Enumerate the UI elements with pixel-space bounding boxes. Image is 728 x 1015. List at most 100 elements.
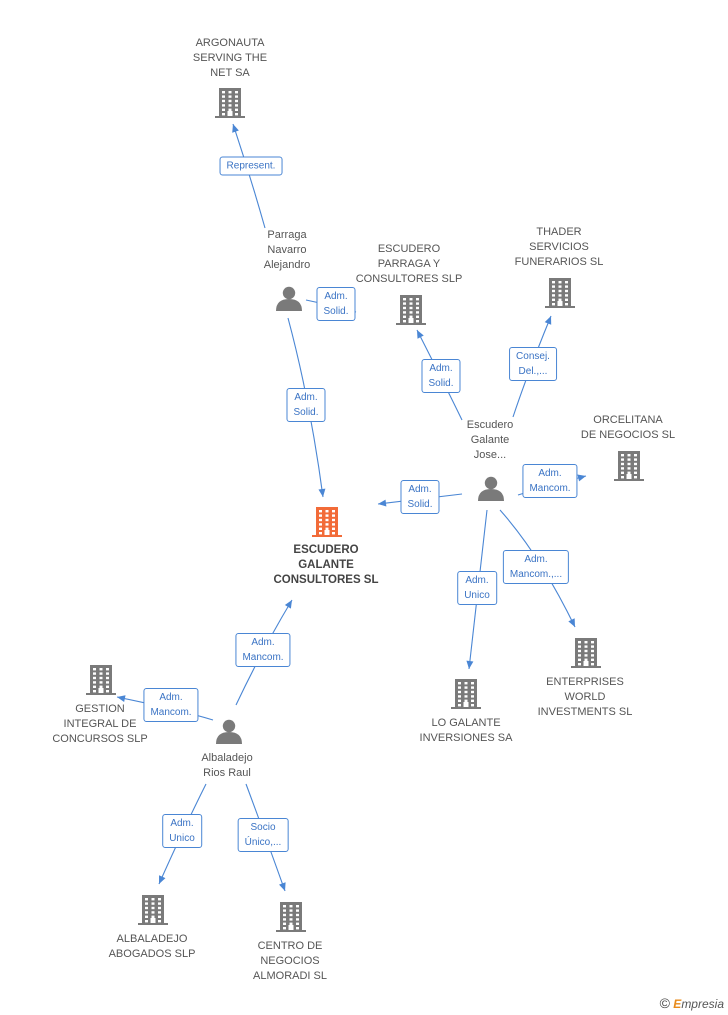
building-icon[interactable] — [138, 895, 168, 925]
arrow-head-icon — [159, 875, 166, 884]
node-label-line: ENTERPRISES — [546, 676, 624, 688]
company-name[interactable]: ENTERPRISES WORLD INVESTMENTS SL — [538, 675, 633, 720]
building-icon[interactable] — [545, 278, 575, 308]
relation-label-line: Adm. — [408, 484, 432, 495]
relation-label[interactable]: Adm.Mancom. — [235, 633, 291, 667]
relation-label-line: Solid. — [293, 407, 319, 418]
arrow-head-icon — [577, 474, 586, 482]
node-label-line: ESCUDERO — [293, 544, 359, 556]
relation-label-line: Represent. — [226, 160, 276, 172]
building-icon[interactable] — [396, 295, 426, 325]
node-label-line: NEGOCIOS — [260, 955, 320, 967]
node-label-line: INVERSIONES SA — [419, 732, 513, 744]
node-label-line: Escudero — [466, 419, 514, 431]
relation-label[interactable]: Consej. Del.,... — [509, 347, 557, 381]
company-name[interactable]: GESTION INTEGRAL DE CONCURSOS SLP — [52, 702, 147, 747]
relation-label[interactable]: Adm. Solid. — [286, 388, 326, 422]
company-name[interactable]: ESCUDERO PARRAGA Y CONSULTORES SLP — [356, 242, 463, 287]
relation-label[interactable]: Represent. — [219, 156, 283, 176]
relation-label-line: Mancom. — [150, 707, 192, 718]
copyright-symbol: © — [659, 995, 670, 1011]
arrow-head-icon — [279, 882, 286, 891]
building-icon[interactable] — [571, 638, 601, 668]
relation-label-line: Mancom.,... — [509, 569, 563, 580]
node-label-line: WORLD — [564, 691, 606, 703]
relation-label-line: Unico — [464, 590, 490, 601]
relation-label-line: Mancom. — [529, 483, 571, 494]
relation-label-line: Adm. — [524, 554, 548, 565]
node-label-line: ESCUDERO — [377, 243, 441, 255]
relation-label-line: Mancom. — [242, 652, 284, 663]
node-label-line: ARGONAUTA — [195, 37, 265, 49]
building-icon[interactable] — [451, 679, 481, 709]
person-icon[interactable] — [276, 286, 302, 311]
node-label-line: Jose... — [473, 449, 507, 461]
arrow-head-icon — [378, 499, 387, 507]
relation-label-line: Adm. — [294, 392, 318, 403]
building-icon[interactable] — [86, 665, 116, 695]
relation-label-line: Adm. — [159, 692, 183, 703]
arrow-head-icon — [466, 660, 474, 669]
relation-label[interactable]: Adm.Unico — [162, 814, 202, 848]
relation-label[interactable]: Adm. Unico — [457, 571, 497, 605]
arrow-head-icon — [417, 330, 424, 339]
node-label-line: CONCURSOS SLP — [52, 733, 148, 745]
relation-label-line: Solid. — [323, 306, 349, 317]
relation-label-line: Unico — [169, 833, 195, 844]
relation-line — [232, 123, 266, 229]
node-label-line: CONSULTORES SLP — [355, 273, 463, 285]
person-icon[interactable] — [478, 476, 504, 501]
building-icon[interactable] — [614, 451, 644, 481]
relation-label[interactable]: Adm. Mancom. — [522, 464, 578, 498]
company-name[interactable]: ORCELITANA DE NEGOCIOS SL — [581, 413, 675, 443]
person-icon[interactable] — [216, 719, 242, 744]
node-label-line: GESTION — [75, 703, 125, 715]
building-icon[interactable] — [276, 902, 306, 932]
arrow-head-icon — [117, 695, 126, 703]
node-label-line: ABOGADOS SLP — [108, 948, 196, 960]
node-label-line: THADER — [536, 226, 582, 238]
relation-label-line: Consej. — [516, 351, 550, 362]
relation-label-line: Adm. — [465, 575, 489, 586]
node-label-line: PARRAGA Y — [377, 258, 441, 270]
relation-label[interactable]: Adm. Solid. — [400, 480, 440, 514]
node-label-line: GALANTE — [298, 559, 354, 571]
node-label-line: Galante — [470, 434, 510, 446]
relation-label[interactable]: Adm. Mancom.,... — [502, 550, 570, 584]
relation-label[interactable]: Adm. Solid. — [421, 359, 461, 393]
node-label-line: Albaladejo — [201, 752, 253, 764]
node-label-line: INVESTMENTS SL — [537, 706, 633, 718]
relation-label[interactable]: Adm. Mancom. — [143, 688, 199, 722]
relation-label-line: Adm. — [324, 291, 348, 302]
relation-label-line: Solid. — [407, 499, 433, 510]
node-label-line: NET SA — [210, 67, 250, 79]
relation-label[interactable]: Adm. Solid. — [316, 287, 356, 321]
node-label-line: INTEGRAL DE — [63, 718, 137, 730]
relation-label-line: Socio — [250, 822, 276, 833]
brand-logo[interactable]: Empresia — [673, 997, 724, 1011]
relation-label-line: Solid. — [428, 378, 454, 389]
company-name[interactable]: ALBALADEJO ABOGADOS SLP — [109, 932, 196, 962]
node-label-line: SERVICIOS — [529, 241, 589, 253]
relation-label-line: Único,... — [244, 837, 282, 848]
relation-label-line: Adm. — [429, 363, 453, 374]
node-label-line: DE NEGOCIOS SL — [580, 429, 676, 441]
relation-label-line: Del.,... — [518, 366, 548, 377]
building-icon[interactable] — [215, 88, 245, 118]
arrow-head-icon — [568, 618, 575, 627]
building-icon[interactable] — [312, 507, 342, 537]
arrow-head-icon — [318, 488, 326, 497]
relation-label-line: Adm. — [538, 468, 562, 479]
node-label-line: ALBALADEJO — [116, 933, 188, 945]
node-label-line: ORCELITANA — [593, 414, 663, 426]
